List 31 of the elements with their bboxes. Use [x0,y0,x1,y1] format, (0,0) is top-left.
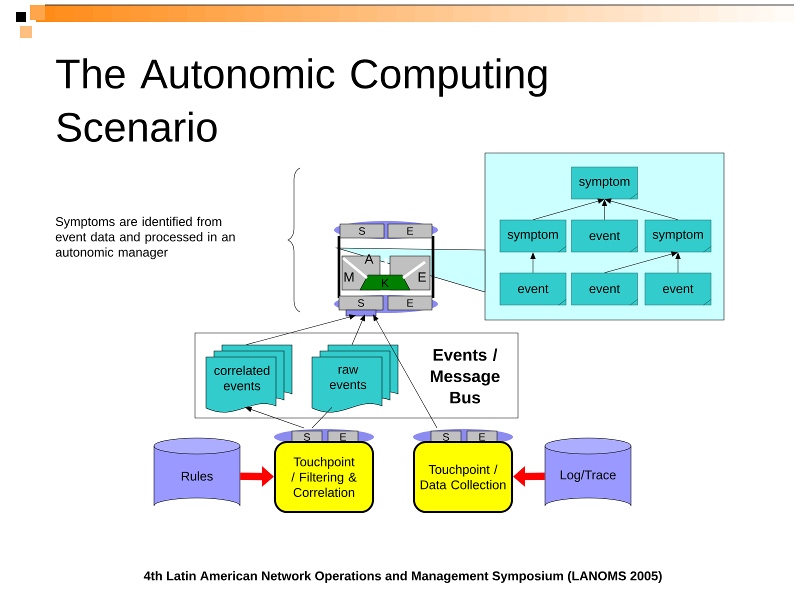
label: E [407,299,414,307]
label: S [358,299,364,307]
footer-text: 4th Latin American Network Operations and Management Symposium (LANOMS 2005) [144,571,662,583]
label: K [382,278,389,288]
arrow [532,198,604,220]
label: M [344,272,354,282]
label: E [340,433,346,441]
slide-title: The Autonomic Computing Scenario [56,58,546,142]
label: E [418,272,426,282]
document-stack: raw events [312,344,398,412]
touchpoint-box: S E Touchpoint / Filtering & Correlation [274,429,374,513]
event-box: symptom [500,220,567,253]
event-box: symptom [644,220,712,253]
event-box: event [571,272,638,306]
autonomic-manager-drawing: A M K E S E S E [334,221,438,316]
arrow [604,198,678,220]
event-box: event [571,220,638,253]
arrow [246,314,356,345]
touchpoint-box: S E Touchpoint / Data Collection [413,429,513,513]
note-text: Symptoms are identified from event data and processed in an autonomic manager [56,216,235,260]
event-box: event [500,272,567,306]
document-stack: correlated events [206,344,292,412]
event-box: symptom [571,166,638,200]
arrow [245,406,304,428]
label: S [304,433,310,441]
label: S [442,433,450,441]
database-cylinder: Log/Trace [544,438,632,506]
arrow [604,251,678,273]
database-cylinder: Rules [154,438,240,506]
label: A [364,254,374,264]
event-box: event [644,272,712,306]
